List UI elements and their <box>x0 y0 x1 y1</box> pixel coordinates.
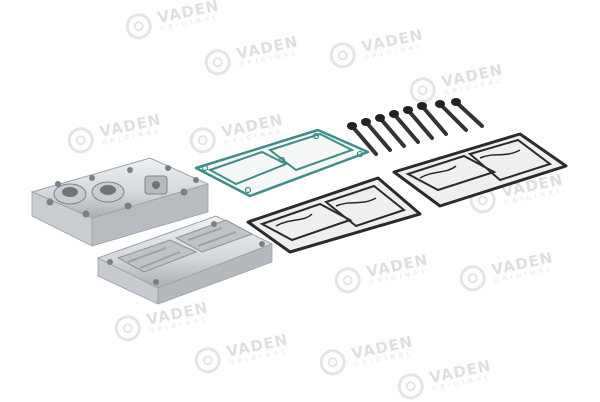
bolt-set <box>347 98 484 156</box>
bolt <box>417 102 448 136</box>
cylinder-head <box>30 157 210 247</box>
bolt <box>451 98 484 128</box>
bolt <box>347 122 378 156</box>
head-gasket <box>194 128 370 198</box>
bolt <box>435 100 468 132</box>
bolt <box>375 114 406 148</box>
valve-plate-gasket-front <box>246 176 422 254</box>
valve-plate-gasket-rear <box>392 132 568 208</box>
valve-plate <box>96 215 274 305</box>
bolt <box>389 110 420 144</box>
bolt <box>403 106 434 140</box>
bolt <box>361 118 392 152</box>
